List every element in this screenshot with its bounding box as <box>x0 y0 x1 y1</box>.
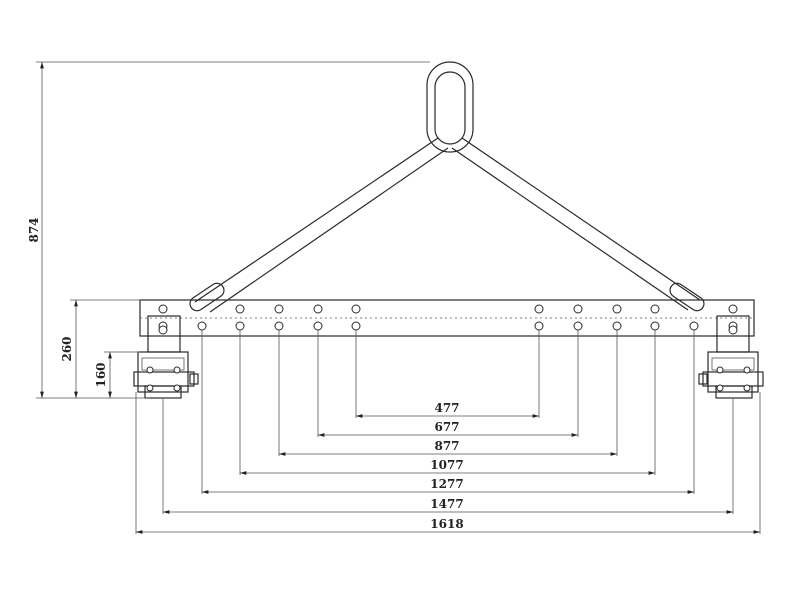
dim-label-877: 877 <box>434 439 459 453</box>
dim-label-677: 677 <box>434 420 459 434</box>
extension-lines <box>135 330 761 534</box>
dim-label-1077: 1077 <box>430 458 463 472</box>
dim-label-1277: 1277 <box>430 477 463 491</box>
dim-label-874: 874 <box>27 217 41 242</box>
trolley-right <box>698 315 764 399</box>
lifting-ring <box>426 61 474 153</box>
dim-label-1477: 1477 <box>430 497 463 511</box>
sling-left <box>189 137 449 313</box>
vertical-dimensions: 874 260 160 <box>27 62 112 398</box>
beam-holes <box>158 304 738 331</box>
dim-label-1618: 1618 <box>430 517 463 531</box>
dim-label-477: 477 <box>434 401 459 415</box>
beam <box>139 299 755 337</box>
sling-right <box>451 137 705 312</box>
trolley-left <box>133 315 199 399</box>
dim-label-160: 160 <box>94 362 108 387</box>
horizontal-dimensions: 477 677 877 1077 1277 1477 1618 <box>136 401 760 534</box>
dim-label-260: 260 <box>60 336 74 361</box>
vertical-extension-lines <box>36 61 430 399</box>
